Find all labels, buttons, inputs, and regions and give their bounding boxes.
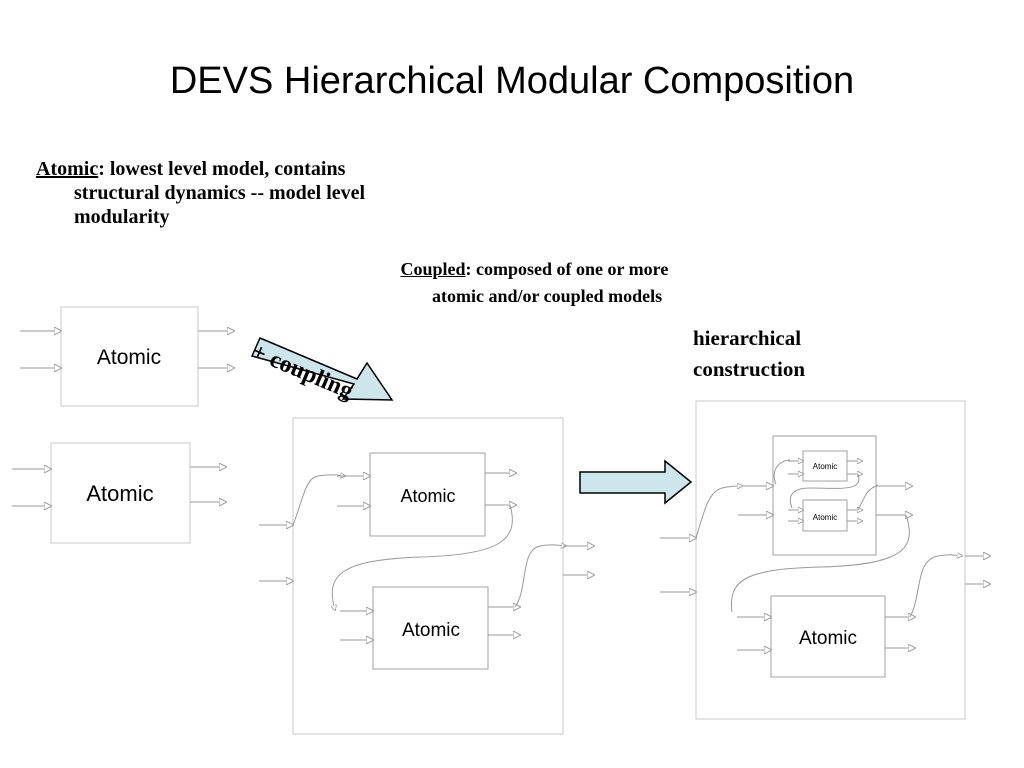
- atomic-label: Atomic: [813, 513, 837, 522]
- atomic-label: Atomic: [97, 346, 161, 369]
- atomic-label: Atomic: [402, 620, 460, 641]
- slide-title: DEVS Hierarchical Modular Composition: [169, 60, 855, 102]
- coupling-arrow-shape: [250, 337, 394, 401]
- hierarchical-model: Atomic Atomic Atomic: [660, 400, 990, 720]
- inner-atomic-box-2: [372, 586, 489, 670]
- coupled-term: Coupled: [400, 259, 466, 279]
- atomic-model-1: Atomic: [20, 306, 234, 407]
- inner-atomic-box-1: [369, 452, 486, 537]
- nested-atomic-box-2: [802, 499, 848, 532]
- atomic-definition: Atomic: lowest level model, contains str…: [36, 157, 394, 229]
- hierarchical-atomic-box: [770, 595, 886, 678]
- atomic-description: : lowest level model, contains structura…: [74, 158, 366, 228]
- coupled-model: Atomic Atomic: [259, 417, 594, 735]
- atomic-box: [50, 442, 191, 544]
- hierarchical-note: hierarchical construction: [693, 326, 805, 381]
- nested-atomic-box-1: [802, 450, 848, 482]
- atomic-label: Atomic: [799, 628, 857, 649]
- atomic-label: Atomic: [813, 462, 837, 471]
- coupled-description: : composed of one or more atomic and/or …: [432, 259, 669, 306]
- atomic-box: [60, 306, 199, 407]
- composition-arrow: [579, 459, 693, 505]
- atomic-model-2: Atomic: [12, 442, 226, 544]
- atomic-term: Atomic: [36, 158, 99, 180]
- coupled-definition: Coupled: composed of one or more atomic …: [396, 256, 672, 310]
- coupling-arrow: + coupling: [248, 337, 394, 405]
- atomic-label: Atomic: [400, 486, 455, 506]
- composition-arrow-shape: [579, 459, 693, 505]
- atomic-label: Atomic: [86, 481, 153, 506]
